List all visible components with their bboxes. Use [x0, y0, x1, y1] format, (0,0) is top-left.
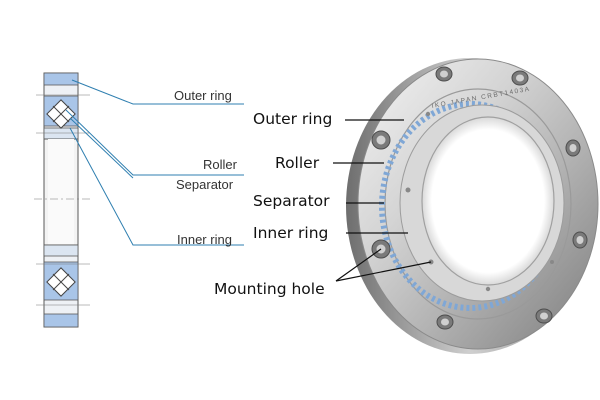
pointer-lines: [333, 119, 432, 282]
pointer-mounting-hole-1: [335, 248, 382, 282]
label-separator-right: Separator: [253, 192, 330, 210]
label-inner-ring-right: Inner ring: [253, 224, 329, 242]
leader-inner-ring: [69, 127, 244, 246]
label-mounting-hole: Mounting hole: [214, 280, 325, 298]
label-separator-left: Separator: [176, 177, 234, 192]
label-inner-ring-left: Inner ring: [177, 232, 232, 247]
label-roller-right: Roller: [275, 154, 320, 172]
label-outer-ring-right: Outer ring: [253, 110, 333, 128]
leader-separator: [69, 117, 134, 179]
roller-section-top: [46, 99, 76, 129]
leader-lines: [65, 79, 244, 246]
roller-section-bottom: [46, 267, 76, 297]
pointer-mounting-hole-2: [335, 261, 432, 282]
cross-section-drawing: [34, 72, 92, 328]
leader-outer-ring: [71, 79, 244, 105]
label-outer-ring-left: Outer ring: [174, 88, 232, 103]
bore: [421, 116, 555, 286]
leader-roller: [65, 109, 244, 176]
bearing-illustration: IKO JAPAN CRBT1403A: [346, 58, 599, 354]
label-roller-left: Roller: [203, 157, 237, 172]
